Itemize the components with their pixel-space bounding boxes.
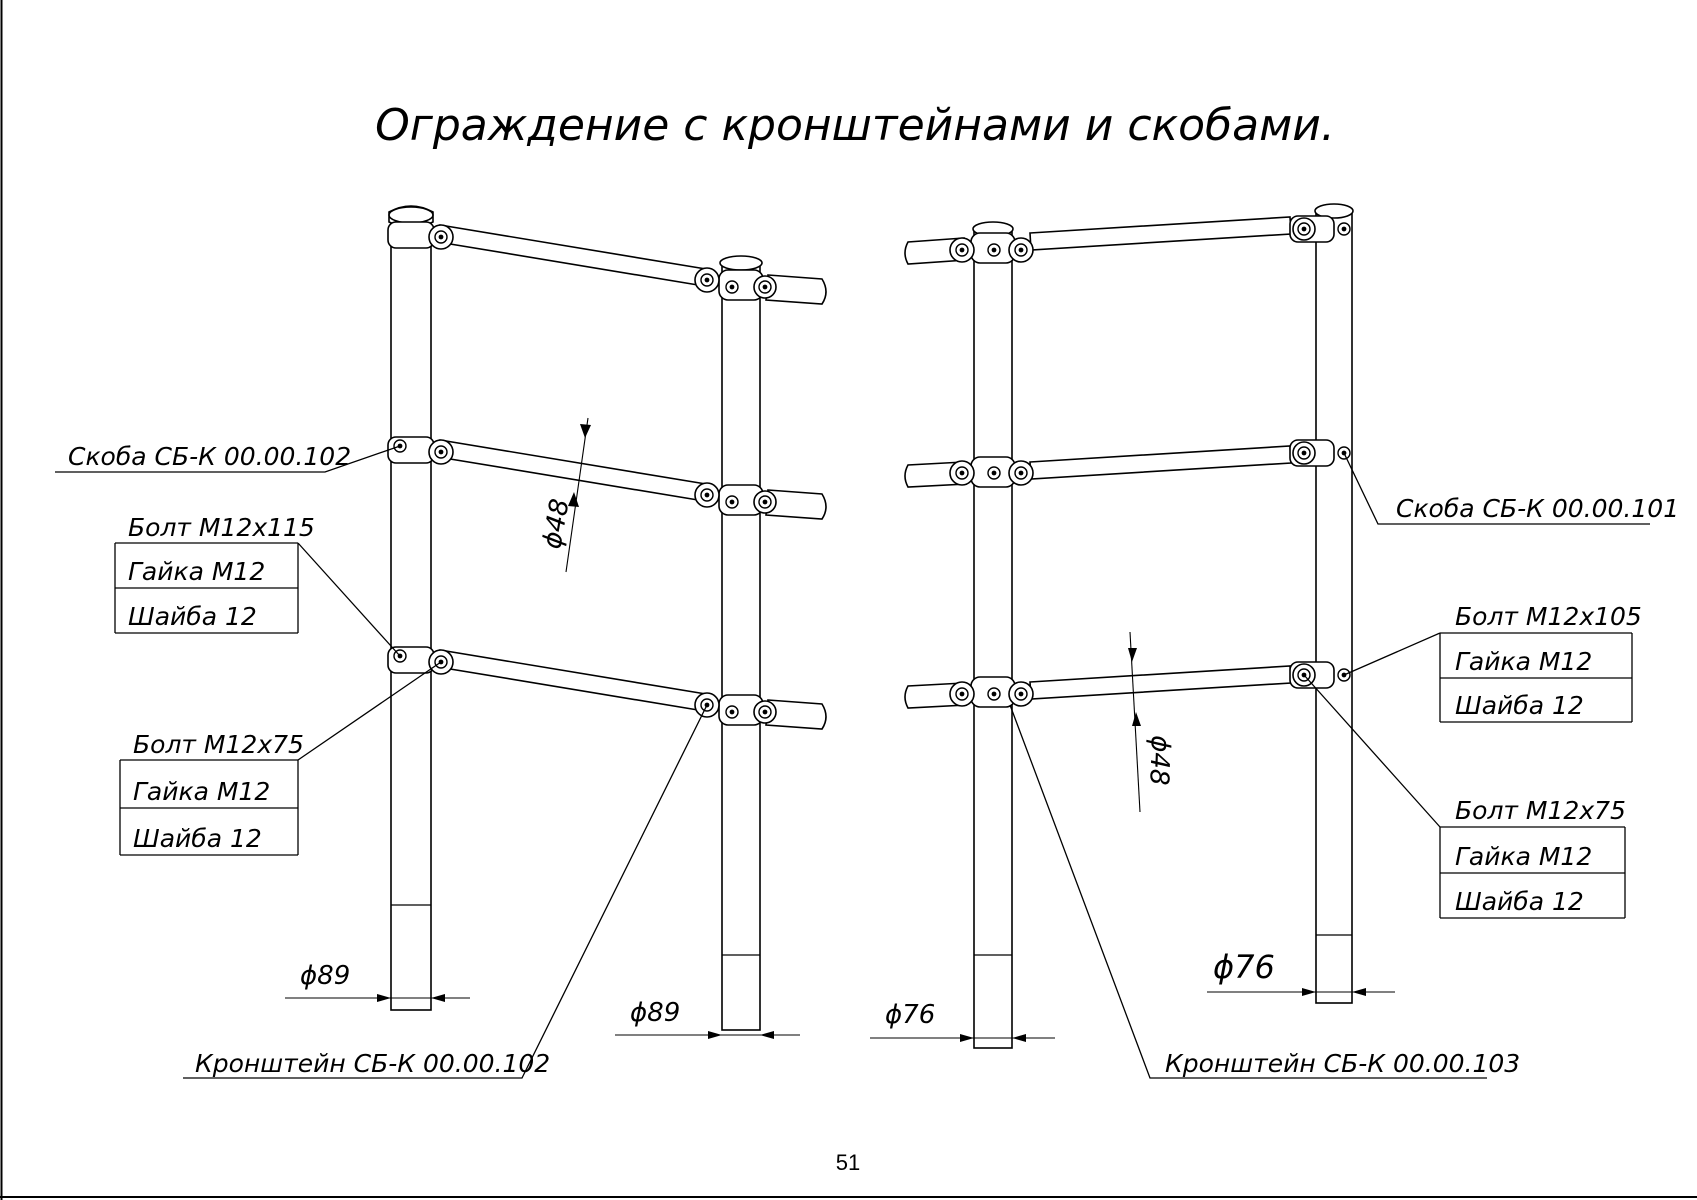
right-rail-dimension [1128, 631, 1141, 813]
left-post-1-clamps [387, 221, 454, 675]
right-rail-diameter-label: ϕ48 [1143, 735, 1175, 786]
left-bolt-bottom-label: Болт М12х75 [133, 730, 304, 759]
left-post-1-diameter-label: ϕ89 [300, 961, 350, 991]
left-assembly: ϕ48 ϕ89 ϕ89 [55, 205, 827, 1079]
right-clamp-label: Скоба СБ-К 00.00.101 [1396, 494, 1679, 523]
right-post-1-clamps [949, 232, 1034, 708]
right-rails [904, 216, 1292, 709]
right-post-2 [1314, 203, 1354, 1004]
page-number: 51 [836, 1150, 860, 1175]
right-leaders [1009, 452, 1650, 1079]
right-bracket-label: Кронштейн СБ-К 00.00.103 [1165, 1049, 1520, 1078]
left-post-2-dimension [615, 1031, 800, 1039]
right-label-lines [1439, 632, 1633, 919]
left-label-lines [114, 542, 299, 856]
right-post-2-diameter-label: ϕ76 [1213, 948, 1275, 986]
left-post-2-clamps [694, 267, 777, 726]
right-post-1-diameter-label: ϕ76 [885, 1000, 935, 1030]
left-washer-top-label: Шайба 12 [128, 602, 257, 631]
right-nut-bottom-label: Гайка М12 [1455, 842, 1592, 871]
left-post-2 [719, 255, 763, 1031]
left-post-1-dimension [285, 994, 470, 1002]
left-bracket-label: Кронштейн СБ-К 00.00.102 [195, 1049, 550, 1078]
left-rails [437, 224, 827, 730]
right-bolt-top-label: Болт М12х105 [1455, 602, 1642, 631]
left-post-1 [388, 205, 434, 1011]
left-clamp-label: Скоба СБ-К 00.00.102 [68, 442, 351, 471]
right-post-2-clamps [1289, 215, 1351, 689]
left-post-2-diameter-label: ϕ89 [630, 998, 680, 1028]
right-nut-top-label: Гайка М12 [1455, 647, 1592, 676]
left-nut-bottom-label: Гайка М12 [133, 777, 270, 806]
right-washer-top-label: Шайба 12 [1455, 691, 1584, 720]
drawing-title: Ограждение с кронштейнами и скобами. [375, 100, 1335, 151]
right-post-1-dimension [870, 1034, 1055, 1042]
right-assembly: ϕ48 ϕ76 ϕ76 [870, 203, 1679, 1079]
left-bolt-top-label: Болт М12х115 [128, 513, 315, 542]
right-post-1 [972, 221, 1014, 1049]
left-rail-dimension [565, 417, 591, 573]
right-washer-bottom-label: Шайба 12 [1455, 887, 1584, 916]
left-leaders [55, 445, 708, 1079]
right-bolt-bottom-label: Болт М12х75 [1455, 796, 1626, 825]
left-washer-bottom-label: Шайба 12 [133, 824, 262, 853]
left-nut-top-label: Гайка М12 [128, 557, 265, 586]
right-post-2-dimension [1207, 988, 1395, 996]
